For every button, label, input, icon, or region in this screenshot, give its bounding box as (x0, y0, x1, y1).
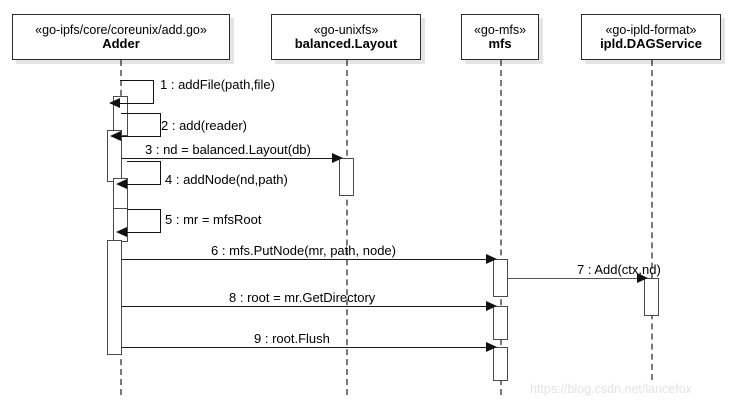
message-2-arrowhead (110, 131, 121, 141)
lifeline-header-adder[interactable]: «go-ipfs/core/coreunix/add.go» Adder (12, 14, 230, 60)
mfs-activation-3 (493, 347, 508, 381)
message-3-line[interactable] (122, 158, 332, 159)
dagservice-activation-1 (644, 278, 659, 316)
lifeline-stem-ipld-dagservice (651, 60, 653, 380)
message-9-line[interactable] (122, 347, 486, 348)
message-6-line[interactable] (122, 259, 486, 260)
message-1-arrowhead (109, 98, 120, 108)
lifeline-header-balanced-layout[interactable]: «go-unixfs» balanced.Layout (271, 14, 421, 60)
message-8-line[interactable] (122, 306, 486, 307)
adder-activation-5 (107, 240, 122, 355)
message-4-self-loop[interactable] (127, 161, 161, 185)
message-6-label: 6 : mfs.PutNode(mr, path, node) (211, 243, 396, 258)
message-4-arrowhead (116, 179, 127, 189)
lifeline-stereotype-adder: «go-ipfs/core/coreunix/add.go» (35, 22, 207, 37)
message-8-label: 8 : root = mr.GetDirectory (229, 290, 376, 305)
lifeline-header-mfs[interactable]: «go-mfs» mfs (461, 14, 539, 60)
message-9-label: 9 : root.Flush (254, 331, 330, 346)
message-8-arrowhead (486, 301, 497, 311)
lifeline-name-mfs: mfs (488, 35, 512, 51)
lifeline-name-balanced-layout: balanced.Layout (294, 35, 398, 51)
mfs-activation-1 (493, 259, 508, 297)
lifeline-stem-mfs (500, 60, 502, 395)
lifeline-stem-balanced-layout (346, 60, 348, 395)
message-9-arrowhead (486, 342, 497, 352)
lifeline-stereotype-ipld-dagservice: «go-ipld-format» (605, 22, 697, 37)
lifeline-name-ipld-dagservice: ipld.DAGService (600, 35, 702, 51)
message-5-arrowhead (116, 227, 127, 237)
lifeline-name-adder: Adder (102, 35, 140, 51)
message-7-label: 7 : Add(ctx,nd) (577, 262, 661, 277)
lifeline-stereotype-balanced-layout: «go-unixfs» (313, 22, 379, 37)
message-4-label: 4 : addNode(nd,path) (165, 172, 288, 187)
message-5-self-loop[interactable] (127, 209, 161, 233)
watermark-text: https://blog.csdn.net/lancefox (530, 382, 692, 396)
message-2-self-loop[interactable] (121, 113, 161, 137)
message-3-label: 3 : nd = balanced.Layout(db) (145, 142, 311, 157)
message-2-label: 2 : add(reader) (161, 118, 247, 133)
lifeline-stereotype-mfs: «go-mfs» (473, 22, 527, 37)
layout-activation-1 (339, 158, 354, 196)
message-7-line[interactable] (508, 278, 637, 279)
message-3-arrowhead (332, 153, 343, 163)
message-1-label: 1 : addFile(path,file) (160, 77, 275, 92)
message-6-arrowhead (486, 254, 497, 264)
message-1-self-loop[interactable] (120, 80, 154, 104)
lifeline-header-ipld-dagservice[interactable]: «go-ipld-format» ipld.DAGService (581, 14, 721, 60)
message-5-label: 5 : mr = mfsRoot (165, 212, 262, 227)
message-7-arrowhead (637, 273, 648, 283)
mfs-activation-2 (493, 306, 508, 340)
